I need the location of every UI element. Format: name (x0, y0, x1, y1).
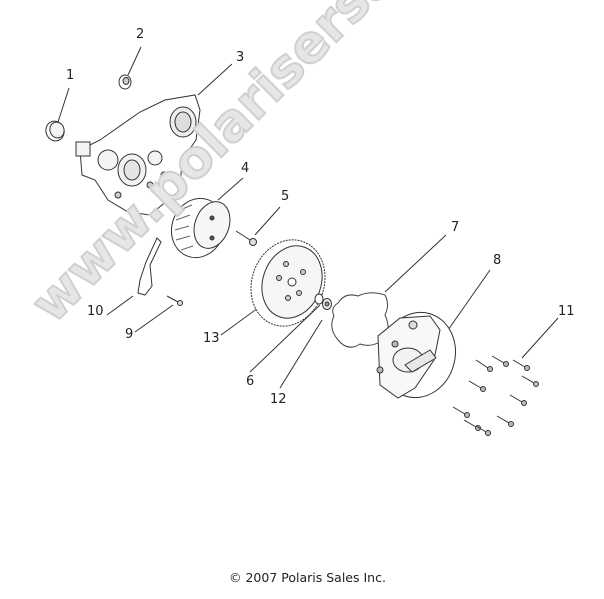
leader-line-2 (127, 46, 142, 76)
leader-line-7 (384, 234, 447, 293)
callout-4: 4 (241, 161, 250, 176)
leader-line-5 (254, 206, 281, 236)
bracket-bolt-part (166, 295, 183, 306)
wire-bracket-part (137, 237, 162, 296)
callout-2: 2 (136, 27, 145, 42)
leader-line-12 (279, 319, 323, 389)
leader-line-1 (57, 87, 70, 123)
leader-line-8 (447, 269, 491, 331)
leader-line-11 (521, 317, 559, 359)
callout-7: 7 (451, 220, 460, 235)
callout-9: 9 (125, 327, 134, 342)
callout-13: 13 (203, 331, 220, 346)
callout-12: 12 (270, 392, 287, 407)
leader-line-9 (134, 304, 174, 333)
callout-6: 6 (246, 374, 255, 389)
leader-line-3 (197, 63, 233, 96)
callout-8: 8 (493, 253, 502, 268)
callout-10: 10 (87, 304, 104, 319)
flywheel-part (250, 239, 326, 327)
stator-part (171, 197, 231, 259)
callout-1: 1 (66, 68, 75, 83)
crankcase-cover-part (75, 94, 201, 216)
callout-5: 5 (281, 189, 290, 204)
callout-11: 11 (558, 304, 575, 319)
callout-3: 3 (236, 50, 245, 65)
stator-bolt-part (235, 230, 257, 246)
seal-part (45, 120, 65, 142)
leader-line-13 (220, 307, 259, 336)
nut-part (322, 298, 332, 310)
washer-part (314, 293, 324, 305)
leader-line-4 (217, 177, 244, 201)
recoil-cover-part (376, 311, 456, 399)
copyright-notice: © 2007 Polaris Sales Inc. (229, 570, 386, 585)
leader-line-10 (106, 295, 134, 316)
bearing-part (118, 74, 132, 90)
cover-bolts-part (452, 355, 539, 436)
